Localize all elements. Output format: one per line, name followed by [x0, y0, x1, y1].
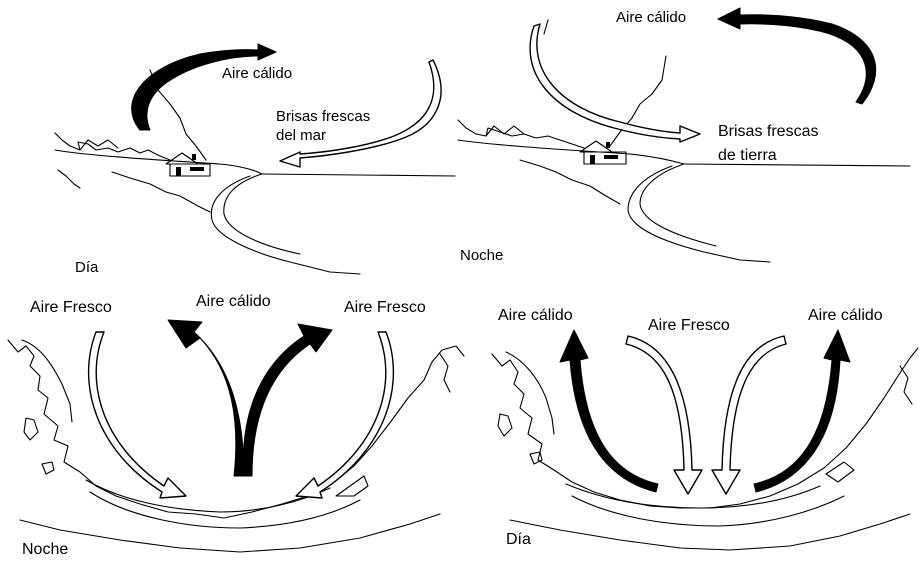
- coastline-day: [55, 70, 455, 274]
- cool-air-label-left: Aire Fresco: [30, 299, 112, 316]
- breeze-label-line1: Brisas frescas: [276, 108, 370, 125]
- warm-air-arrow-night: [718, 8, 876, 104]
- cool-air-arrow-down-left: [626, 336, 702, 494]
- warm-air-label: Aire cálido: [222, 65, 292, 82]
- warm-air-arrow-up-left: [560, 330, 658, 492]
- warm-air-label-night: Aire cálido: [616, 9, 686, 26]
- cool-air-label-right: Aire Fresco: [344, 299, 426, 316]
- time-label-valley-night: Noche: [22, 541, 68, 558]
- warm-air-arrow-day: [132, 44, 276, 130]
- time-label-valley-day: Día: [506, 531, 531, 548]
- warm-air-label-left: Aire cálido: [498, 307, 573, 324]
- breeze-label-line2: del mar: [276, 127, 326, 144]
- cool-air-arrow-right: [296, 332, 393, 498]
- breeze-label-line1-night: Brisas frescas: [718, 123, 818, 140]
- warm-air-arrow-right: [243, 324, 332, 476]
- panel-valley-night: Aire Fresco Aire cálido Aire Fresco Noch…: [8, 293, 464, 558]
- warm-air-arrow-left: [168, 320, 244, 476]
- house-icon-night: [580, 141, 626, 164]
- time-label-night: Noche: [460, 247, 503, 264]
- panel-coast-day: Aire cálido Brisas frescas del mar Día: [55, 44, 455, 276]
- cool-air-arrow-left: [89, 332, 186, 498]
- land-breeze-arrow: [530, 24, 700, 142]
- warm-air-label-right: Aire cálido: [808, 307, 883, 324]
- cool-air-label-center: Aire Fresco: [648, 317, 730, 334]
- panel-valley-day: Aire cálido Aire Fresco Aire cálido Día: [492, 307, 918, 550]
- time-label: Día: [75, 259, 99, 276]
- panel-coast-night: Aire cálido Brisas frescas de tierra Noc…: [458, 8, 910, 264]
- valley-outline-day: [492, 348, 918, 550]
- cool-air-arrow-down-right: [712, 336, 786, 494]
- warm-air-label-center: Aire cálido: [196, 293, 271, 310]
- breeze-label-line2-night: de tierra: [718, 147, 777, 164]
